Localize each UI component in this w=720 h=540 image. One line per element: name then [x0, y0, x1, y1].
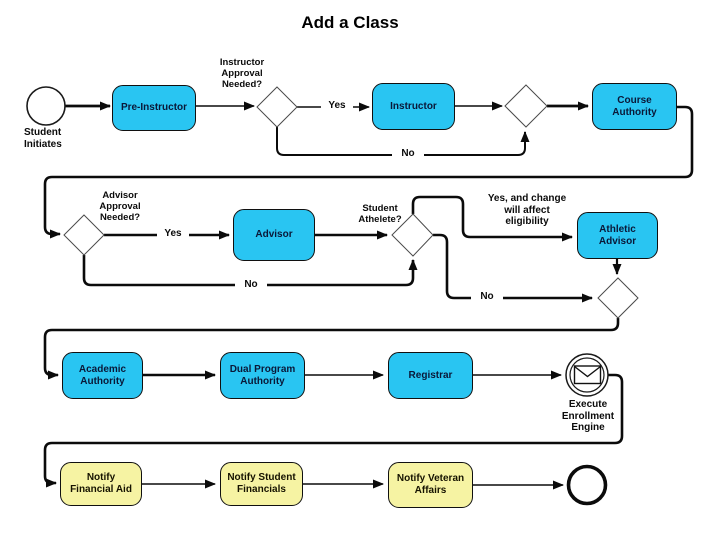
- edge-label-athlete-yes: Yes, and change will affect eligibility: [487, 193, 567, 228]
- message-event-icon: [565, 353, 609, 397]
- edge-athlete-yes: [411, 195, 573, 242]
- edge-enrollment-engine-to-notify: [43, 373, 624, 488]
- gateway-advisor-approval: [63, 214, 105, 256]
- task-dual-program-authority: Dual Program Authority: [220, 352, 305, 399]
- gateway-label-instructor-approval: Instructor Approval Needed?: [219, 57, 265, 91]
- task-pre-instructor: Pre-Instructor: [112, 85, 196, 131]
- task-academic-authority: Academic Authority: [62, 352, 143, 399]
- gateway-instructor-approval: [256, 86, 298, 128]
- task-registrar: Registrar: [388, 352, 473, 399]
- gateway-label-student-athlete: Student Athelete?: [358, 203, 402, 226]
- edge-label-instructor-no: No: [392, 148, 424, 160]
- message-event-label: Execute Enrollment Engine: [561, 399, 615, 434]
- task-course-authority: Course Authority: [592, 83, 677, 130]
- task-advisor: Advisor: [233, 209, 315, 261]
- task-notify-student-financials: Notify Student Financials: [220, 462, 303, 506]
- edge-label-advisor-no: No: [235, 279, 267, 291]
- edge-course-authority-to-advisor-approval: [43, 105, 694, 239]
- start-event-label: Student Initiates: [24, 127, 62, 150]
- task-notify-veteran-affairs: Notify Veteran Affairs: [388, 462, 473, 508]
- end-event-circle: [566, 464, 608, 506]
- edge-merge-to-academic-authority: [43, 318, 620, 380]
- edge-athlete-no: [433, 233, 593, 303]
- edge-label-advisor-yes: Yes: [157, 228, 189, 240]
- task-instructor: Instructor: [372, 83, 455, 130]
- edge-label-athlete-no: No: [471, 291, 503, 303]
- gateway-merge-eligibility: [597, 277, 639, 319]
- start-event-circle: [26, 86, 66, 126]
- edge-label-instructor-yes: Yes: [321, 100, 353, 112]
- page-title: Add a Class: [301, 13, 399, 32]
- task-notify-financial-aid: Notify Financial Aid: [60, 462, 142, 506]
- gateway-student-athlete: [391, 213, 434, 257]
- task-athletic-advisor: Athletic Advisor: [577, 212, 658, 259]
- gateway-merge-instructor: [504, 84, 548, 128]
- gateway-label-advisor-approval: Advisor Approval Needed?: [99, 190, 141, 224]
